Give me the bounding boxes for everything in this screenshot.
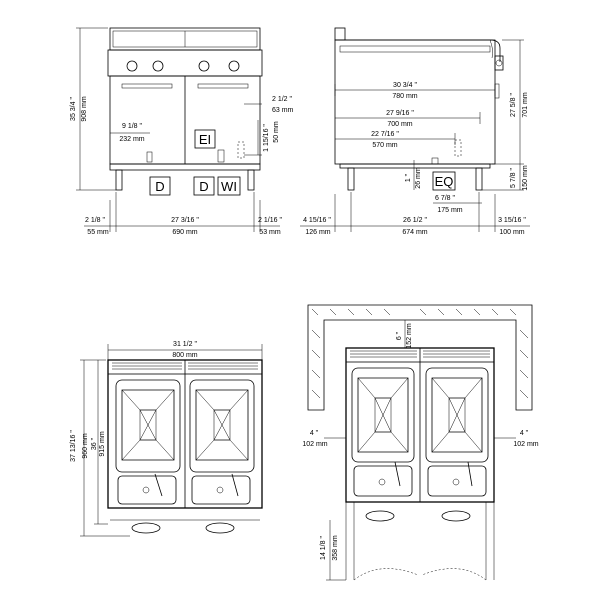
installation-view: 6 " 152 mm [302, 304, 539, 581]
inst-right-in: 4 " [520, 430, 529, 437]
knob-top-icon [441, 510, 471, 522]
label-eq: EQ [435, 174, 454, 189]
label-wi: WI [221, 179, 237, 194]
foot-mm: 150 mm [522, 165, 529, 190]
label-d-left: D [155, 179, 164, 194]
conn-height-mm: 50 mm [273, 121, 280, 143]
front-height-in: 35 3/4 " [70, 97, 77, 121]
side-left-in: 4 15/16 " [303, 217, 331, 224]
knob-top-icon [205, 522, 235, 534]
drain-label-box [149, 176, 171, 196]
knob-top-icon [131, 522, 161, 534]
drain-x-mm: 232 mm [119, 136, 144, 143]
ei-label-box [194, 129, 216, 149]
depth-in: 37 13/16 " [70, 430, 77, 462]
drain-icon [142, 486, 150, 494]
d570-mm: 570 mm [372, 142, 397, 149]
drain-x-in: 9 1/8 " [122, 123, 143, 130]
label-d-right: D [199, 179, 208, 194]
front-view: D EI D WI 35 3/4 " 908 mm 9 1/8 " 232 mm… [70, 27, 294, 236]
d700-mm: 700 mm [387, 121, 412, 128]
side-mid-in: 26 1/2 " [403, 217, 427, 224]
eq-off-in: 6 7/8 " [435, 195, 456, 202]
side-view: EQ 30 3/4 " 780 mm 27 9/16 " 700 mm 22 7… [300, 27, 530, 236]
knob-side-icon [495, 59, 503, 67]
door-in: 14 1/8 " [320, 536, 327, 560]
top-view: 31 1/2 " 800 mm [70, 341, 263, 537]
drain-icon [216, 486, 224, 494]
conn-in: 1 " [405, 173, 412, 182]
side-offset-in: 2 1/2 " [272, 96, 293, 103]
top-width-in: 31 1/2 " [173, 341, 197, 348]
conn-mm: 26 mm [415, 167, 422, 189]
height701-mm: 701 mm [522, 92, 529, 117]
door-mm: 358 mm [332, 535, 339, 560]
side-right-in: 3 15/16 " [498, 217, 526, 224]
inst-top-mm: 152 mm [406, 323, 413, 348]
side-right-mm: 100 mm [499, 229, 524, 236]
inst-top-in: 6 " [396, 331, 403, 340]
d570-in: 22 7/16 " [371, 131, 399, 138]
control-knob-icon [198, 60, 210, 72]
drain-icon [378, 478, 386, 486]
control-knob-icon [126, 60, 138, 72]
front-width-in: 27 3/16 " [171, 217, 199, 224]
top-width-mm: 800 mm [172, 352, 197, 359]
side-left-mm: 126 mm [305, 229, 330, 236]
right-margin-mm: 53 mm [259, 229, 281, 236]
depth2-mm: 915 mm [99, 431, 106, 456]
left-margin-mm: 55 mm [87, 229, 109, 236]
side-offset-mm: 63 mm [272, 107, 294, 114]
side-mid-mm: 674 mm [402, 229, 427, 236]
height701-in: 27 5/8 " [510, 93, 517, 117]
d700-in: 27 9/16 " [386, 110, 414, 117]
control-knob-icon [228, 60, 240, 72]
inst-left-mm: 102 mm [302, 441, 327, 448]
depth-mm: 960 mm [82, 433, 89, 458]
depth2-in: 36 " [91, 437, 98, 450]
label-ei: EI [199, 132, 211, 147]
conn-height-in: 1 15/16 " [263, 124, 270, 152]
d780-mm: 780 mm [392, 93, 417, 100]
left-margin-in: 2 1/8 " [85, 217, 106, 224]
control-knob-icon [152, 60, 164, 72]
drain-icon [452, 478, 460, 486]
front-height-mm: 908 mm [81, 96, 88, 121]
d780-in: 30 3/4 " [393, 82, 417, 89]
eq-off-mm: 175 mm [437, 207, 462, 214]
knob-top-icon [365, 510, 395, 522]
front-width-mm: 690 mm [172, 229, 197, 236]
inst-right-mm: 102 mm [513, 441, 538, 448]
foot-in: 5 7/8 " [510, 167, 517, 188]
right-margin-in: 2 1/16 " [258, 217, 282, 224]
inst-left-in: 4 " [310, 430, 319, 437]
